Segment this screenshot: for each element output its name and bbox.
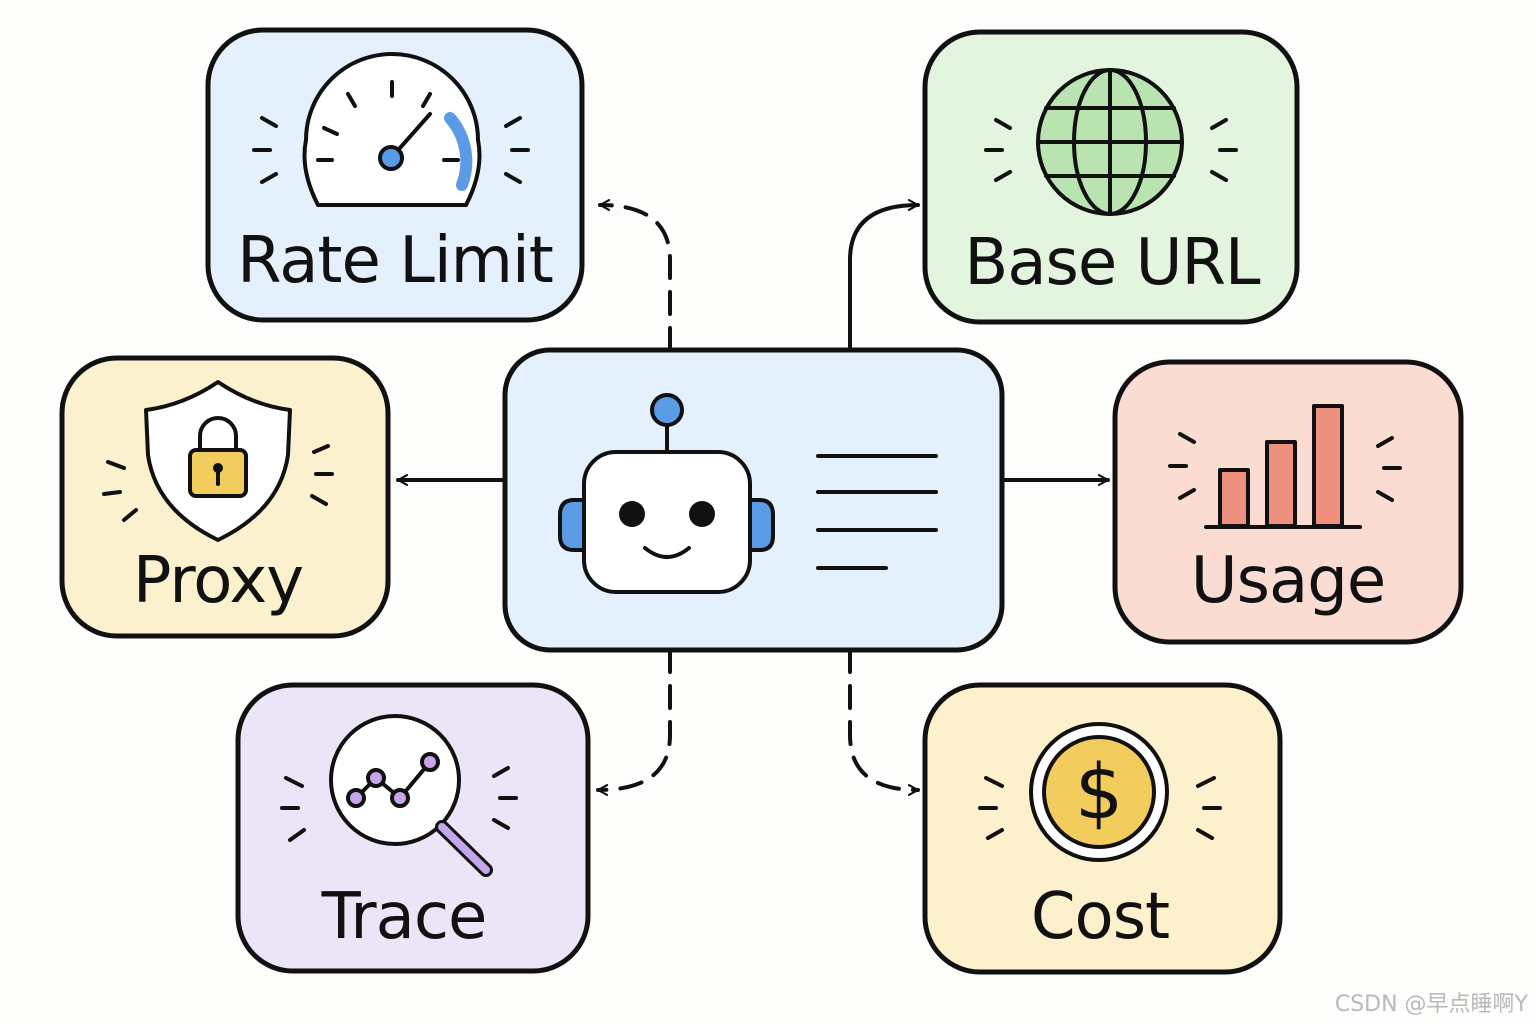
magnifier-chart-icon bbox=[280, 714, 518, 877]
connectors bbox=[396, 199, 1110, 796]
node-proxy: Proxy bbox=[59, 355, 391, 639]
connector-rate-limit bbox=[598, 199, 672, 352]
bar-chart-icon bbox=[1168, 404, 1402, 529]
node-proxy-label: Proxy bbox=[133, 544, 303, 618]
node-cost: $ Cost bbox=[922, 682, 1283, 975]
robot-icon bbox=[558, 393, 775, 594]
node-trace: Trace bbox=[235, 682, 591, 974]
globe-icon bbox=[984, 68, 1238, 216]
node-base-url-label: Base URL bbox=[964, 226, 1261, 300]
text-lines-icon bbox=[816, 454, 938, 570]
connector-trace bbox=[596, 648, 672, 796]
node-rate-limit-label: Rate Limit bbox=[237, 224, 553, 298]
dollar-sign-glyph: $ bbox=[1075, 747, 1123, 836]
node-usage-label: Usage bbox=[1191, 544, 1385, 618]
connector-cost bbox=[848, 648, 920, 796]
connector-base-url bbox=[848, 199, 920, 352]
node-usage: Usage bbox=[1112, 359, 1464, 645]
node-base-url: Base URL bbox=[922, 29, 1300, 325]
shield-lock-icon bbox=[102, 380, 334, 542]
center-node bbox=[502, 347, 1005, 653]
watermark: CSDN @早点睡啊Y bbox=[1334, 992, 1528, 1017]
dollar-coin-icon bbox=[978, 722, 1222, 862]
node-trace-label: Trace bbox=[321, 880, 487, 954]
speedometer-icon bbox=[252, 52, 530, 207]
node-rate-limit: Rate Limit bbox=[205, 27, 585, 323]
node-cost-label: Cost bbox=[1031, 880, 1169, 954]
